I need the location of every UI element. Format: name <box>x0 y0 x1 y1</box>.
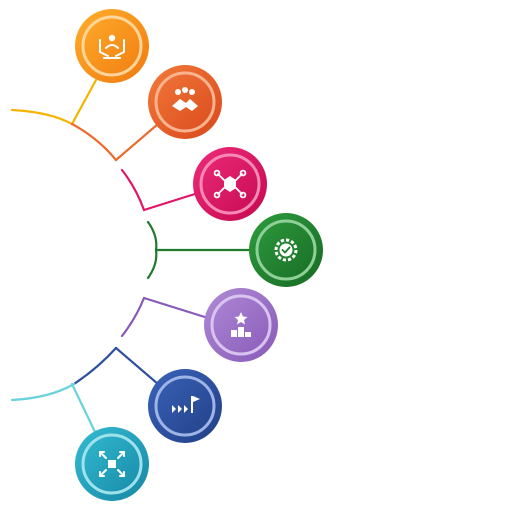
node-2[interactable] <box>148 65 222 139</box>
node-4[interactable] <box>249 213 323 287</box>
connector-node-6 <box>114 346 160 386</box>
connector-node-1 <box>70 78 98 126</box>
hands-holding-person-icon <box>99 34 125 59</box>
connector-node-6-arc <box>72 346 118 386</box>
expand-arrows-icon <box>99 451 125 477</box>
node-3[interactable] <box>193 147 267 221</box>
node-5[interactable] <box>204 288 278 362</box>
connector-node-2-arc <box>70 122 118 162</box>
node-7[interactable] <box>75 427 149 501</box>
connector-node-2 <box>114 122 160 162</box>
gear-check-icon <box>274 238 298 262</box>
cube-network-icon <box>213 169 247 199</box>
connector-node-3-arc <box>120 168 146 212</box>
connector-bottom-arc <box>10 382 76 402</box>
connector-lines <box>10 78 252 436</box>
connector-node-3 <box>142 191 200 212</box>
node-1[interactable] <box>75 9 149 83</box>
node-6[interactable] <box>148 369 222 443</box>
podium-star-icon <box>231 312 251 337</box>
connector-top-arc <box>10 108 74 126</box>
connector-node-5-arc <box>120 296 146 338</box>
connector-node-5 <box>142 296 210 320</box>
handshake-group-icon <box>172 87 198 111</box>
connector-node-7 <box>70 382 98 436</box>
steps-flag-icon <box>172 396 200 413</box>
